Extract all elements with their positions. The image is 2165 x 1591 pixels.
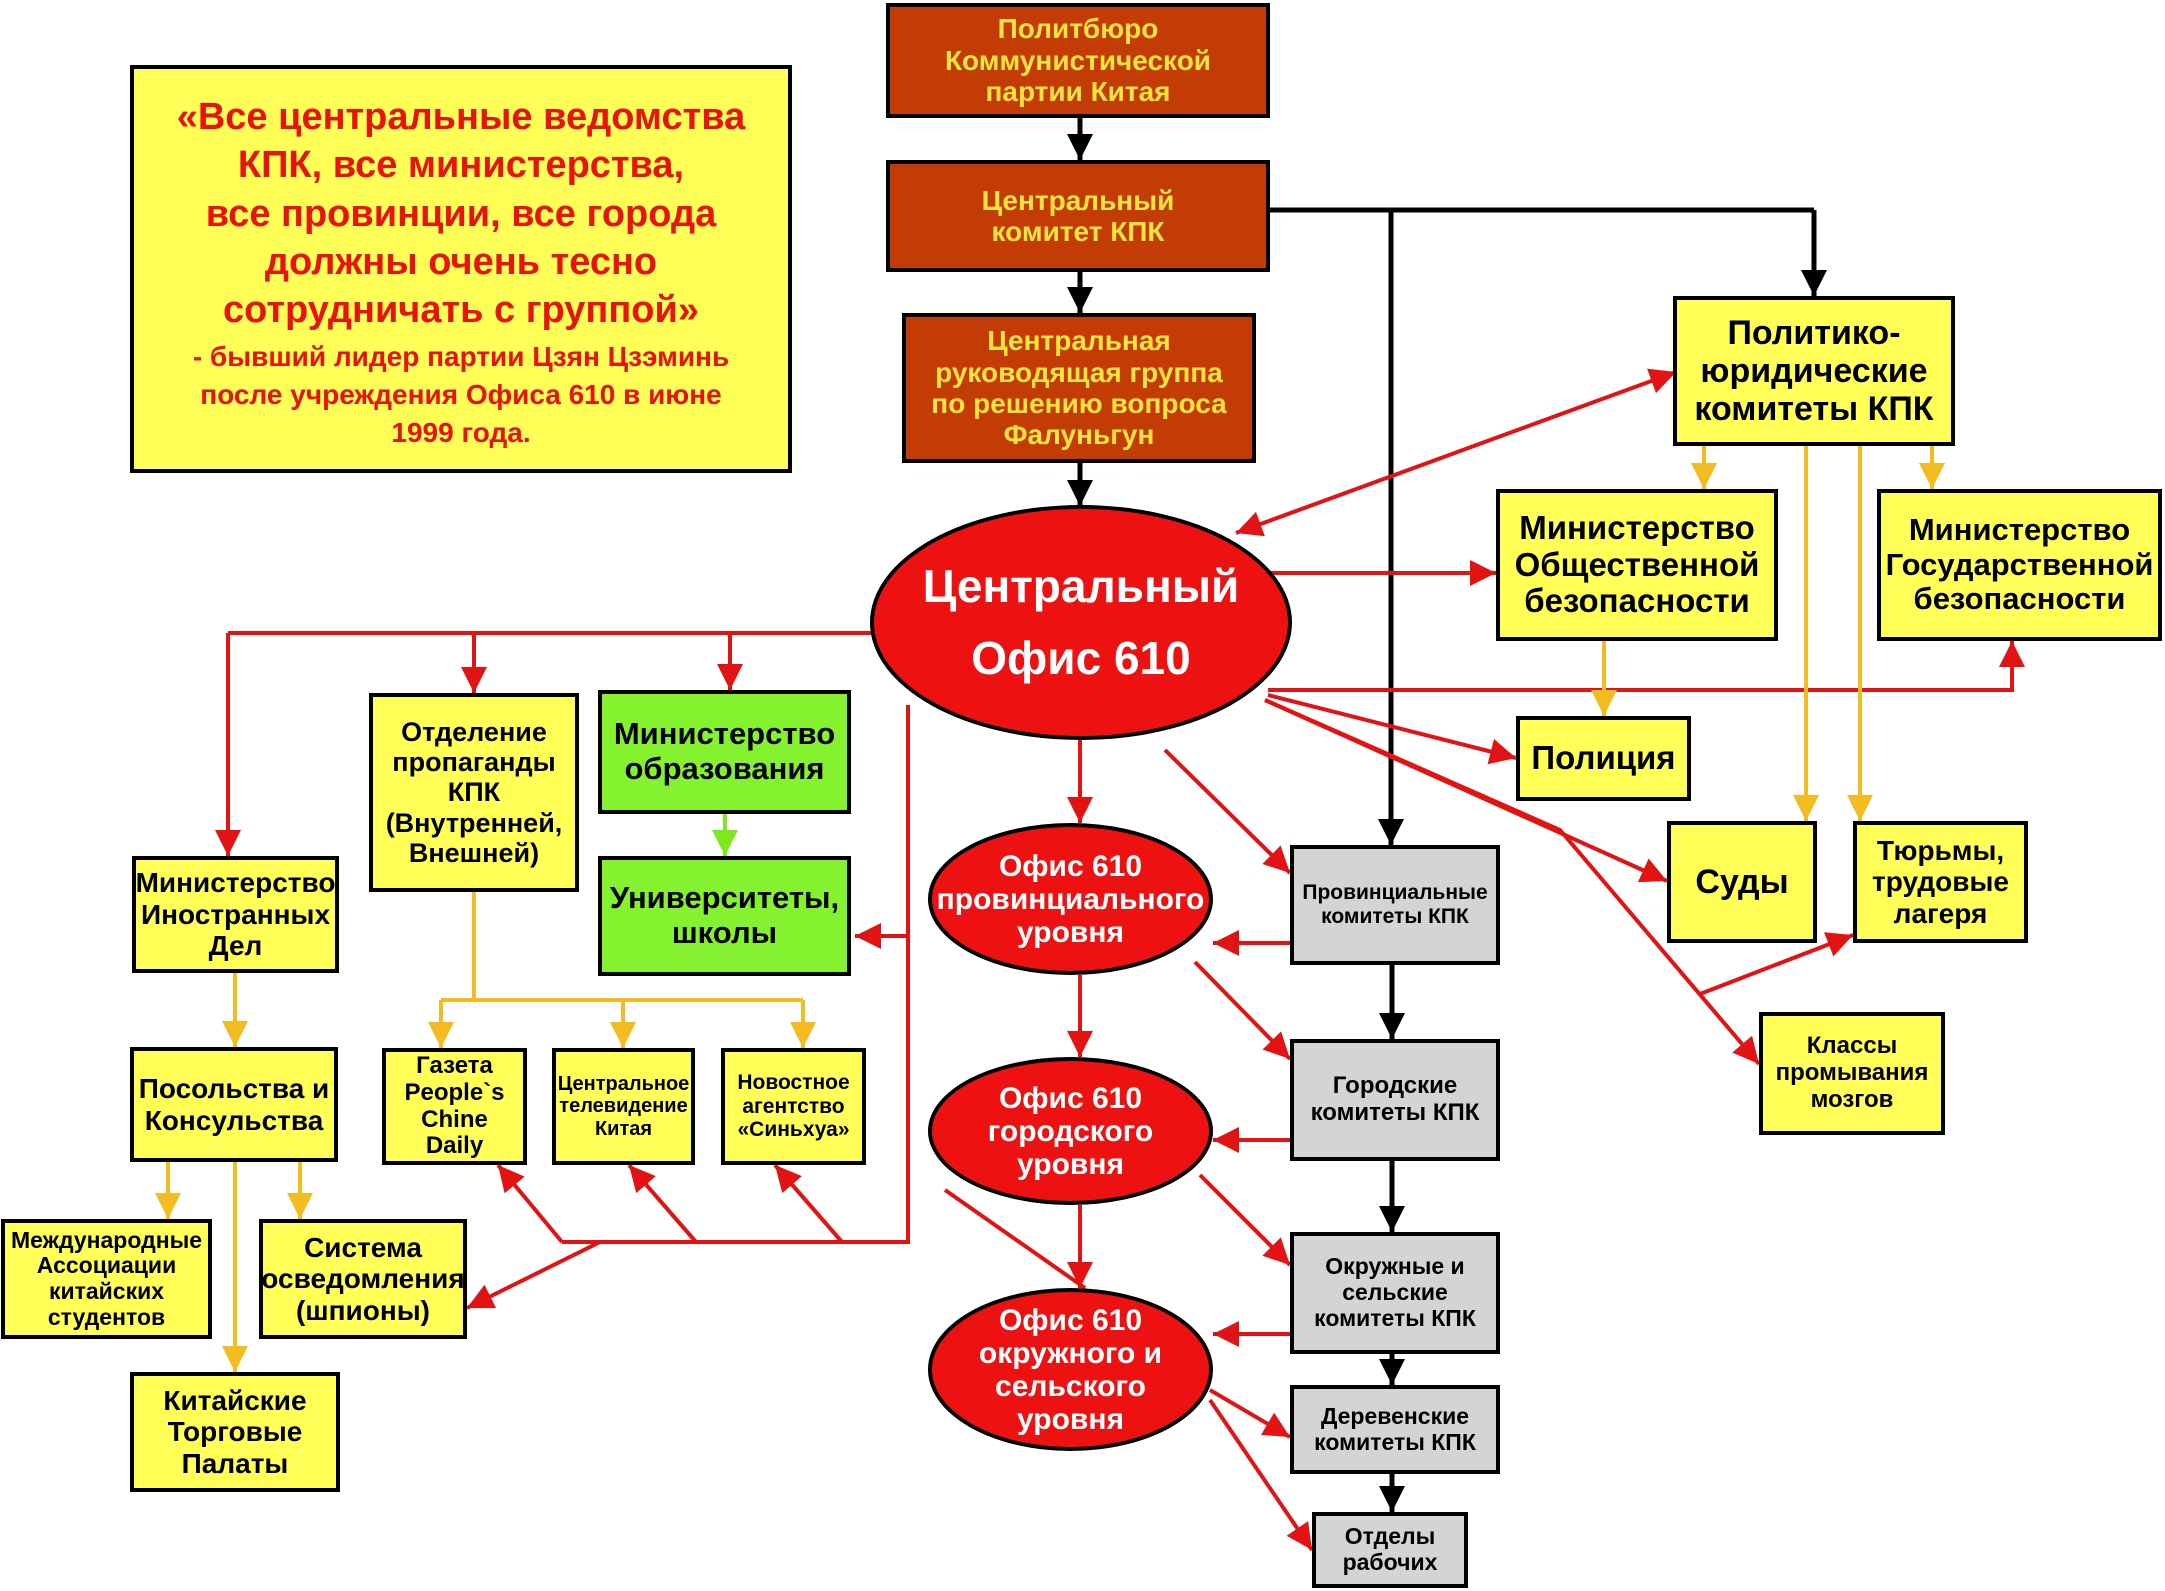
arrow-office-to-brainwash-head <box>1732 1035 1759 1064</box>
arrow-office-to-police-line <box>1267 693 1517 760</box>
node-universities-schools: Университеты, школы <box>598 856 851 976</box>
arrow-village-to-workers-head <box>1379 1486 1405 1512</box>
arrow-office-to-state-security-head <box>1999 641 2025 667</box>
node-police: Полиция <box>1516 716 1691 801</box>
node-propaganda-department: Отделение пропаганды КПК (Внутренней, Вн… <box>369 693 579 892</box>
arrow-pl-to-public-security-head <box>1691 463 1717 489</box>
arrow-to-universities-head <box>855 923 881 949</box>
arrow-prov-committees-to-province-head <box>1213 930 1239 956</box>
arrow-office-to-state-security-line <box>1268 641 2014 692</box>
arrow-city-committees-to-city-head <box>1213 1127 1239 1153</box>
node-ministry-public-security: Министерство Общественной безопасности <box>1496 489 1778 641</box>
arrowhead-to-office-from-pl <box>1236 511 1265 537</box>
node-workers-departments: Отделы рабочих <box>1312 1512 1468 1588</box>
node-embassies-consulates: Посольства и Консульства <box>130 1047 338 1162</box>
arrow-to-propaganda-head <box>461 667 487 693</box>
arrow-to-cctv-y-head <box>610 1022 636 1048</box>
arrow-office-to-public-security-head <box>1470 560 1496 586</box>
arrow-pl-to-state-security-head <box>1919 463 1945 489</box>
node-district-village-committees: Окружные и сельские комитеты КПК <box>1290 1232 1500 1354</box>
node-central-committee: Центральный комитет КПК <box>886 160 1270 272</box>
arrow-to-peoples-daily-head <box>498 1165 525 1194</box>
arrow-office-to-brainwash-line <box>1264 698 1761 1066</box>
arrow-office-to-police-head <box>1487 738 1516 765</box>
node-office-610-district: Офис 610 окружного и сельского уровня <box>928 1288 1213 1451</box>
arrow-embassies-to-chambers-head <box>222 1346 248 1372</box>
arrow-city-to-district-committees-head <box>1262 1237 1290 1265</box>
arrow-to-intel-system-head <box>467 1284 497 1309</box>
node-leading-group: Центральная руководящая группа по решени… <box>902 313 1256 463</box>
arrow-to-peoples-daily-y-head <box>428 1022 454 1048</box>
node-ministry-education: Министерство образования <box>598 690 851 814</box>
arrow-prov-to-city-head <box>1379 1013 1405 1039</box>
quote-attribution: - бывший лидер партии Цзян Цзэминь после… <box>192 341 730 449</box>
arrow-city-to-district-head <box>1379 1206 1405 1232</box>
node-prisons-labor-camps: Тюрьмы, трудовые лагеря <box>1853 821 2028 943</box>
arrow-district-to-workers-line <box>1208 1398 1314 1552</box>
quote-text: «Все центральные ведомства КПК, все мини… <box>176 96 746 331</box>
arrow-to-prisons-line <box>1699 933 1854 996</box>
line-office-left-vertical <box>562 705 910 1244</box>
arrow-foreign-to-embassies-head <box>222 1021 248 1047</box>
node-xinhua: Новостное агентство «Синьхуа» <box>721 1048 866 1165</box>
arrow-embassies-to-students-head <box>155 1193 181 1219</box>
node-office-610-city: Офис 610 городского уровня <box>928 1057 1213 1205</box>
arrow-embassies-to-intel-head <box>287 1193 313 1219</box>
quote-box: «Все центральные ведомства КПК, все мини… <box>130 65 792 473</box>
arrow-district-to-village-head <box>1379 1359 1405 1385</box>
arrow-office-to-prov-committees-head <box>1262 845 1290 873</box>
arrow-cc-to-group-head <box>1067 287 1093 313</box>
node-cctv: Центральное телевидение Китая <box>552 1048 695 1165</box>
node-brainwashing-classes: Классы промывания мозгов <box>1759 1012 1945 1135</box>
arrow-province-to-city-head <box>1067 1031 1093 1057</box>
node-peoples-daily: Газета People`s Chine Daily <box>382 1048 527 1165</box>
arrow-group-to-office-head <box>1067 480 1093 506</box>
arrow-to-xinhua-y-head <box>790 1022 816 1048</box>
node-student-associations: Международные Ассоциации китайских студе… <box>1 1219 212 1339</box>
line-district-to-bus <box>943 1188 1087 1290</box>
arrow-public-security-to-police-head <box>1591 690 1617 716</box>
arrow-cc-to-political-legal-head <box>1801 270 1827 296</box>
arrowhead-to-political-legal <box>1647 368 1676 394</box>
arrow-pl-to-prisons-head <box>1847 795 1873 821</box>
arrow-to-cctv-head <box>629 1165 656 1194</box>
arrow-district-committees-to-district-head <box>1213 1321 1239 1347</box>
node-ministry-foreign-affairs: Министерство Иностранных Дел <box>132 856 339 973</box>
arrow-province-to-city-committees-head <box>1262 1031 1290 1059</box>
node-city-committees: Городские комитеты КПК <box>1290 1039 1500 1161</box>
arrow-district-to-village-committees-head <box>1260 1412 1290 1437</box>
node-politburo: Политбюро Коммунистической партии Китая <box>886 3 1270 118</box>
node-courts: Суды <box>1667 821 1817 943</box>
arrow-office-to-prov-committees-line <box>1163 748 1292 875</box>
line-office-political-legal <box>1235 370 1677 535</box>
arrow-pl-to-courts-head <box>1793 795 1819 821</box>
node-village-committees: Деревенские комитеты КПК <box>1290 1385 1500 1474</box>
arrow-city-to-district-head <box>1067 1262 1093 1288</box>
arrow-to-education-head <box>717 664 743 690</box>
node-political-legal-committees: Политико- юридические комитеты КПК <box>1673 296 1955 446</box>
arrow-to-prisons-head <box>1824 932 1853 957</box>
node-ministry-state-security: Министерство Государственной безопасност… <box>1877 489 2162 641</box>
arrow-politburo-to-cc-head <box>1067 134 1093 160</box>
node-office-610-province: Офис 610 провинциального уровня <box>928 823 1213 975</box>
node-provincial-committees: Провинциальные комитеты КПК <box>1290 845 1500 965</box>
arrow-office-to-courts-head <box>1637 858 1667 883</box>
node-central-office-610: Центральный Офис 610 <box>870 505 1292 740</box>
arrow-cc-to-provincial-head <box>1378 819 1404 845</box>
node-chambers-of-commerce: Китайские Торговые Палаты <box>130 1372 340 1492</box>
arrow-district-to-workers-head <box>1286 1521 1312 1550</box>
arrow-to-foreign-affairs-head <box>215 830 241 856</box>
arrow-office-to-province-head <box>1067 797 1093 823</box>
arrow-education-to-universities-head <box>712 830 738 856</box>
node-intelligence-system: Система осведомления (шпионы) <box>259 1219 467 1339</box>
arrow-to-xinhua-head <box>775 1165 802 1194</box>
